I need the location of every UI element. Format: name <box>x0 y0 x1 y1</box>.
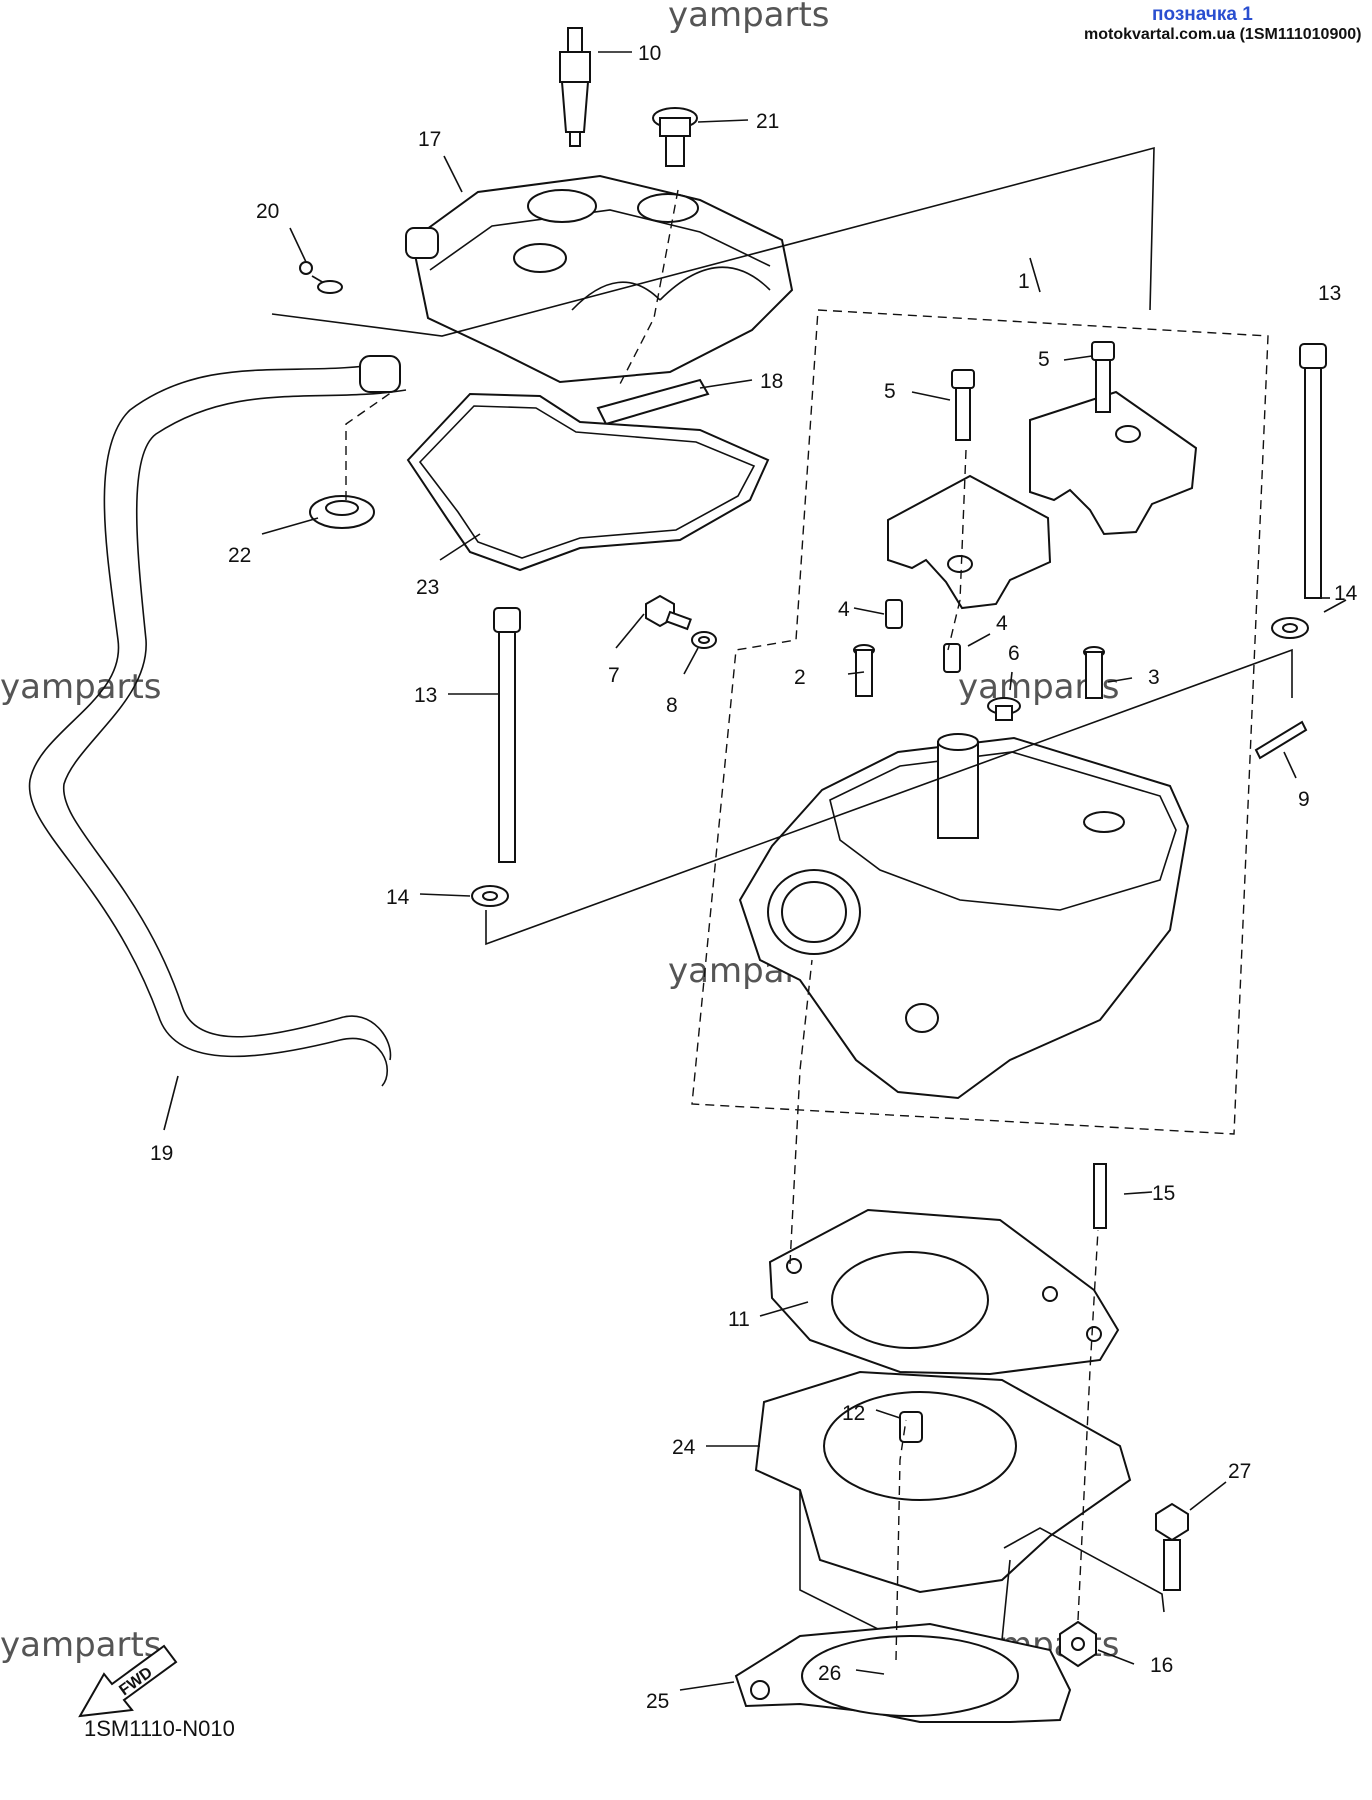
dowel-12-part[interactable] <box>899 1411 923 1443</box>
callout-23: 23 <box>416 576 439 599</box>
callout-22: 22 <box>228 544 251 567</box>
callout-24: 24 <box>672 1436 696 1459</box>
bolt-27-part[interactable] <box>1155 1502 1189 1591</box>
callout-1: 1 <box>1018 270 1030 293</box>
callout-16: 16 <box>1150 1654 1173 1677</box>
callout-6: 6 <box>1008 642 1020 665</box>
page-label: позначка 1 <box>1152 4 1253 25</box>
cylinder-part[interactable] <box>754 1370 1132 1641</box>
callout-5-left: 5 <box>884 380 896 403</box>
callout-8: 8 <box>666 694 678 717</box>
breather-hose-part[interactable] <box>28 361 407 1087</box>
bolt-5-left[interactable] <box>951 369 975 441</box>
callout-3: 3 <box>1148 666 1160 689</box>
callout-20: 20 <box>256 200 279 223</box>
assembly-line-cover <box>271 146 1155 337</box>
dowel-4-left[interactable] <box>885 599 903 629</box>
cylinder-bolt-13-left[interactable] <box>493 607 521 863</box>
nut-16-part[interactable] <box>1059 1620 1097 1668</box>
hidden-line-cover <box>345 391 393 500</box>
callout-4-left: 4 <box>838 598 850 621</box>
callout-4-right: 4 <box>996 612 1008 635</box>
watermark-bottom-left: yamparts <box>0 1625 162 1665</box>
diagram-code: 1SM1110-N010 <box>84 1716 235 1741</box>
bolt-5-right[interactable] <box>1091 341 1115 413</box>
callout-21: 21 <box>756 110 779 133</box>
stud-15-part[interactable] <box>1093 1163 1107 1229</box>
valve-guide-2[interactable] <box>853 644 875 697</box>
callout-5-right: 5 <box>1038 348 1050 371</box>
assembly-outline-1 <box>691 309 1269 1135</box>
source-site[interactable]: motokvartal.com.ua (1SM111010900) <box>1084 26 1362 43</box>
assembly-line-left-bolt <box>485 648 1293 946</box>
grommet-22-part[interactable] <box>309 495 375 529</box>
callout-26: 26 <box>818 1662 841 1685</box>
hose-end-fitting <box>359 355 401 393</box>
cylinder-bolt-13-right[interactable] <box>1299 343 1327 599</box>
watermark-left: yamparts <box>0 667 162 707</box>
camshaft-cap-left[interactable] <box>887 474 1052 610</box>
washer-8-part[interactable] <box>691 631 717 649</box>
washer-14-right[interactable] <box>1271 617 1309 639</box>
cylinder-base-gasket-part[interactable] <box>734 1622 1072 1723</box>
leader-lines <box>163 51 1347 1691</box>
callout-2: 2 <box>794 666 806 689</box>
callout-12: 12 <box>842 1402 865 1425</box>
plate-18-part[interactable] <box>596 378 710 426</box>
assembly-line-27 <box>1003 1527 1165 1613</box>
stud-bolt-9-part[interactable] <box>1254 720 1308 760</box>
callout-27: 27 <box>1228 1460 1251 1483</box>
head-cover-gasket-part[interactable] <box>406 392 770 572</box>
callout-18: 18 <box>760 370 783 393</box>
callout-9: 9 <box>1298 788 1310 811</box>
hidden-line-cam <box>947 449 967 651</box>
callout-14-left: 14 <box>386 886 410 909</box>
cylinder-head-cover-part[interactable] <box>405 174 794 384</box>
callout-labels: 10 21 17 20 18 22 23 1 5 5 4 4 6 2 3 7 8… <box>150 42 1358 1713</box>
valve-guide-3[interactable] <box>1083 646 1105 699</box>
cylinder-head-part[interactable] <box>738 733 1190 1100</box>
cylinder-head-gasket-part[interactable] <box>768 1208 1120 1376</box>
hidden-line-bolt-left <box>789 959 813 1265</box>
callout-10: 10 <box>638 42 661 65</box>
callout-15: 15 <box>1152 1182 1175 1205</box>
screw-20-part[interactable] <box>299 261 343 294</box>
camshaft-cap-right[interactable] <box>1029 390 1198 536</box>
hidden-line-bolt-right <box>1077 1229 1099 1621</box>
plug-6-part[interactable] <box>987 697 1021 721</box>
watermark-top: yamparts <box>668 0 830 35</box>
callout-7: 7 <box>608 664 620 687</box>
callout-14-right: 14 <box>1334 582 1358 605</box>
callout-13-right: 13 <box>1318 282 1341 305</box>
callout-11: 11 <box>728 1308 750 1331</box>
hidden-line-dowel <box>895 1419 907 1661</box>
callout-17: 17 <box>418 128 441 151</box>
callout-25: 25 <box>646 1690 669 1713</box>
plug-21-part[interactable] <box>652 107 698 167</box>
callout-13-left: 13 <box>414 684 437 707</box>
bolt-7-part[interactable] <box>645 594 692 631</box>
dowel-4-right[interactable] <box>943 643 961 673</box>
washer-14-left[interactable] <box>471 885 509 907</box>
callout-19: 19 <box>150 1142 173 1165</box>
spark-plug-part[interactable] <box>559 27 591 147</box>
